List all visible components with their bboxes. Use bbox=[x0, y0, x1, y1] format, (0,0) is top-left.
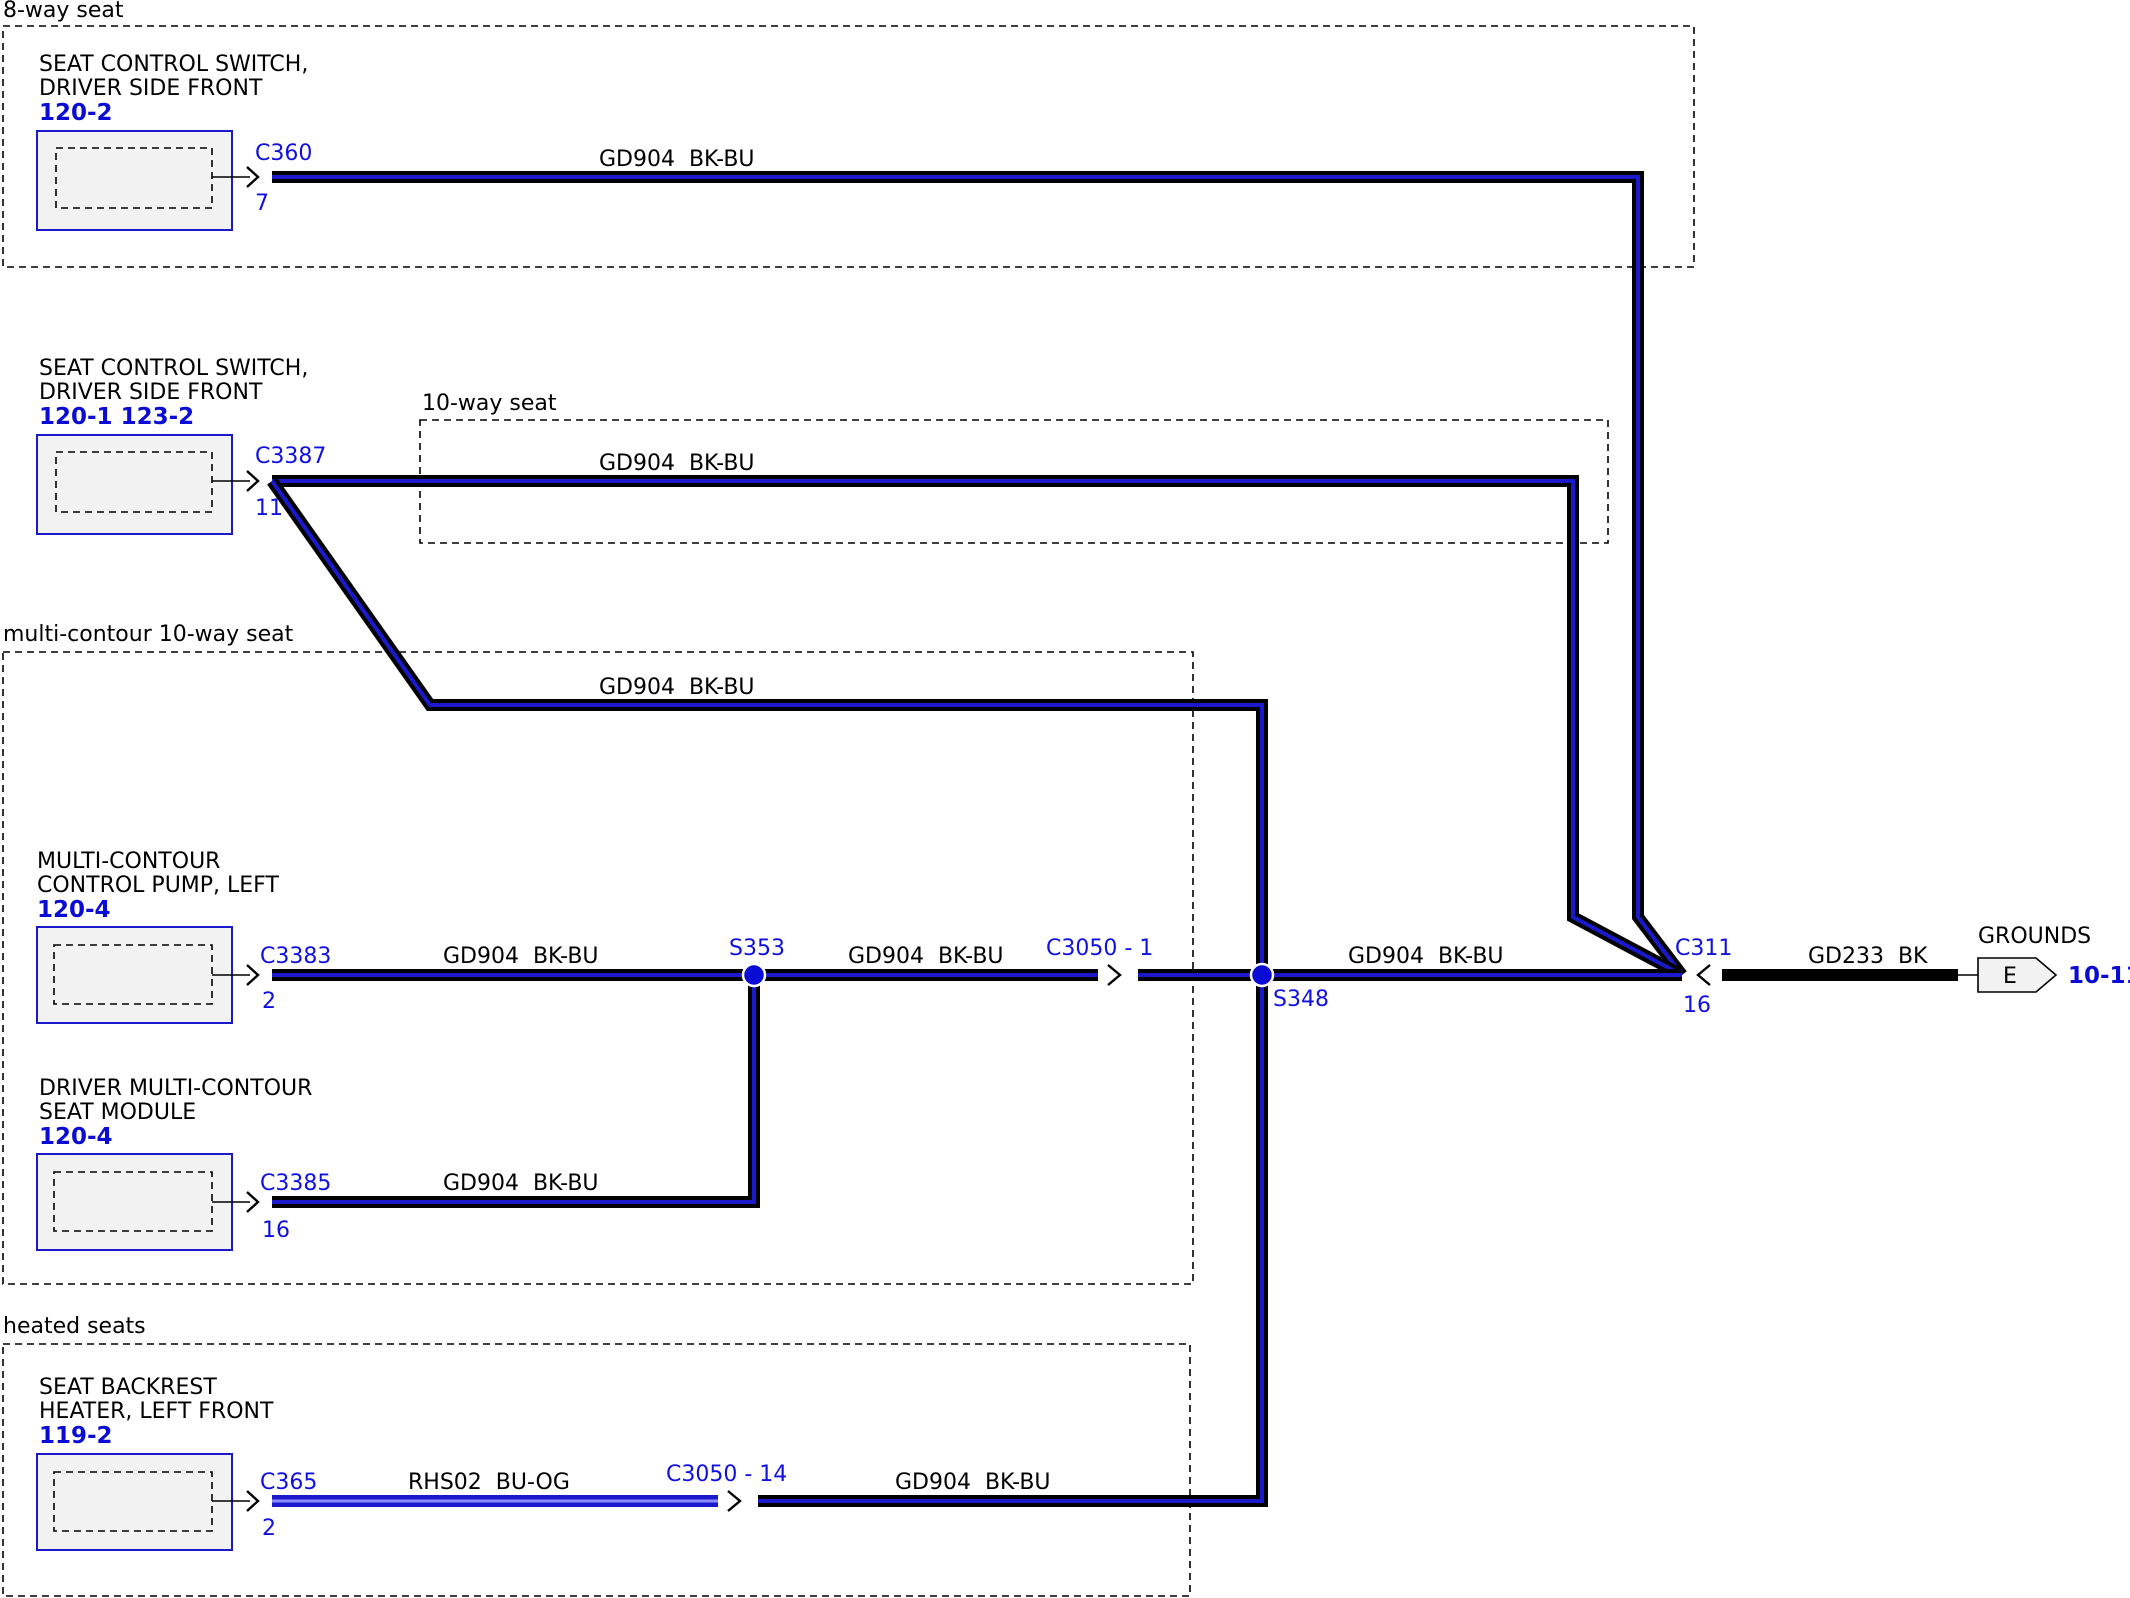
connector-c3383-pin: 2 bbox=[262, 989, 276, 1014]
wire-label-heater-a: RHS02 BU-OG bbox=[408, 1470, 570, 1495]
connector-arrow-c3050-1 bbox=[1107, 964, 1122, 986]
connector-c360-pin: 7 bbox=[255, 191, 269, 216]
connector-arrow-c311 bbox=[1696, 964, 1711, 986]
wire-label-s348: GD904 BK-BU bbox=[1348, 944, 1504, 969]
wire-module-core bbox=[272, 975, 756, 1204]
connector-arrows bbox=[246, 166, 1711, 1512]
connector-c3387-id: C3387 bbox=[255, 444, 326, 469]
connector-c365-id: C365 bbox=[260, 1470, 317, 1495]
splice-s353[interactable] bbox=[741, 962, 767, 988]
backrest-heater-name2: HEATER, LEFT FRONT bbox=[39, 1399, 274, 1424]
wire-diagonal-outline[interactable] bbox=[267, 477, 1268, 1507]
group-frame-heated bbox=[2, 1343, 1191, 1597]
connector-c3050-14: C3050 - 14 bbox=[666, 1462, 787, 1487]
wire-module-outline[interactable] bbox=[272, 975, 760, 1208]
switch-8way-name1: SEAT CONTROL SWITCH, bbox=[39, 52, 308, 77]
seat-module-name1: DRIVER MULTI-CONTOUR bbox=[39, 1076, 312, 1101]
wire-8way-outline[interactable] bbox=[272, 171, 1687, 979]
group-frame-multi-contour bbox=[2, 651, 1194, 1285]
component-pump-left[interactable] bbox=[36, 926, 250, 1024]
connector-arrow-c3385 bbox=[246, 1191, 260, 1213]
component-backrest-heater[interactable] bbox=[36, 1453, 250, 1551]
ground-ref: 10-11 bbox=[2068, 963, 2130, 989]
switch-8way-name2: DRIVER SIDE FRONT bbox=[39, 76, 263, 101]
connector-c3050-1: C3050 - 1 bbox=[1046, 936, 1153, 961]
pump-left-ref: 120-4 bbox=[37, 897, 111, 923]
connector-c311-id: C311 bbox=[1675, 936, 1732, 961]
wire-8way-core bbox=[272, 175, 1684, 977]
switch-10way-name2: DRIVER SIDE FRONT bbox=[39, 380, 263, 405]
wire-label-8way: GD904 BK-BU bbox=[599, 147, 755, 172]
connector-arrow-c365 bbox=[246, 1490, 260, 1512]
pump-left-name1: MULTI-CONTOUR bbox=[37, 849, 220, 874]
wire-group bbox=[267, 171, 1978, 1507]
group-title-heated: heated seats bbox=[3, 1314, 146, 1339]
connector-c3387-pin: 11 bbox=[255, 496, 283, 521]
seat-module-ref: 120-4 bbox=[39, 1124, 113, 1150]
component-switch-10way[interactable] bbox=[36, 434, 250, 535]
connector-arrow-c3383 bbox=[246, 964, 260, 986]
connector-c3385-pin: 16 bbox=[262, 1218, 290, 1243]
wire-label-module: GD904 BK-BU bbox=[443, 1171, 599, 1196]
component-switch-8way[interactable] bbox=[36, 130, 250, 231]
seat-module-name2: SEAT MODULE bbox=[39, 1100, 196, 1125]
group-title-multi-contour: multi-contour 10-way seat bbox=[3, 622, 294, 647]
backrest-heater-name1: SEAT BACKREST bbox=[39, 1375, 217, 1400]
group-title-8-way: 8-way seat bbox=[3, 0, 124, 23]
connector-arrow-c3050-14 bbox=[727, 1490, 742, 1512]
wire-diagonal-core bbox=[270, 479, 1264, 1503]
group-frame-8-way bbox=[2, 25, 1695, 268]
switch-10way-ref: 120-1 123-2 bbox=[39, 404, 194, 430]
backrest-heater-ref: 119-2 bbox=[39, 1423, 113, 1449]
ground-letter: E bbox=[2003, 964, 2017, 989]
pump-left-name2: CONTROL PUMP, LEFT bbox=[37, 873, 279, 898]
wire-label-s353: GD904 BK-BU bbox=[848, 944, 1004, 969]
connector-c3383-id: C3383 bbox=[260, 944, 331, 969]
wire-label-pump: GD904 BK-BU bbox=[443, 944, 599, 969]
wire-label-10way: GD904 BK-BU bbox=[599, 451, 755, 476]
wire-label-ground: GD233 BK bbox=[1808, 944, 1928, 969]
splice-s353-label: S353 bbox=[729, 936, 785, 961]
splice-s348[interactable] bbox=[1249, 962, 1275, 988]
wire-label-heater-b: GD904 BK-BU bbox=[895, 1470, 1051, 1495]
ground-terminal-e[interactable] bbox=[1977, 957, 2058, 993]
wire-label-diagonal: GD904 BK-BU bbox=[599, 675, 755, 700]
component-seat-module[interactable] bbox=[36, 1153, 250, 1251]
ground-title: GROUNDS bbox=[1978, 924, 2091, 949]
connector-c360-id: C360 bbox=[255, 141, 312, 166]
connector-c311-pin: 16 bbox=[1683, 993, 1711, 1018]
switch-10way-name1: SEAT CONTROL SWITCH, bbox=[39, 356, 308, 381]
group-title-10-way: 10-way seat bbox=[422, 391, 557, 416]
wire-10way-outline[interactable] bbox=[272, 475, 1685, 981]
connector-arrow-c360 bbox=[246, 166, 260, 188]
splice-s348-label: S348 bbox=[1273, 987, 1329, 1012]
connector-arrow-c3387 bbox=[246, 470, 260, 492]
switch-8way-ref: 120-2 bbox=[39, 100, 113, 126]
connector-c3385-id: C3385 bbox=[260, 1171, 331, 1196]
connector-c365-pin: 2 bbox=[262, 1516, 276, 1541]
wire-10way-core bbox=[272, 479, 1683, 977]
